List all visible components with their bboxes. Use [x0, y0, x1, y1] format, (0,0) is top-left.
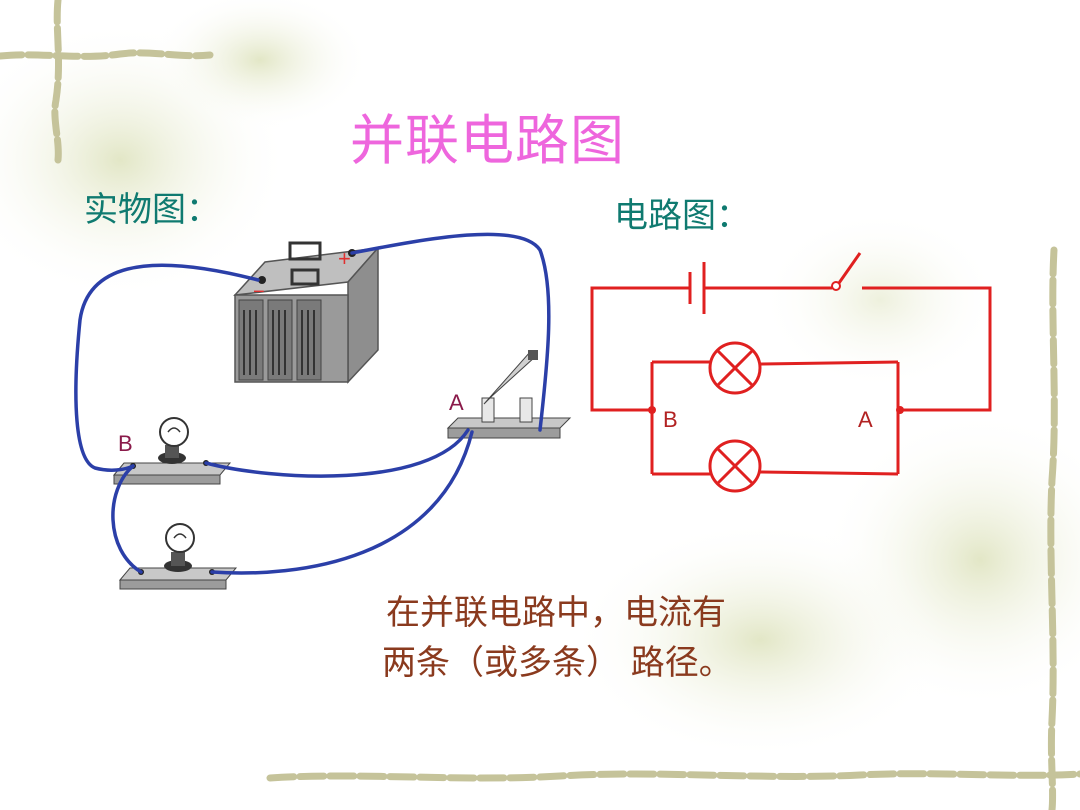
- caption: 在并联电路中，电流有 两条（或多条） 路径。: [382, 588, 733, 688]
- caption-line-1: 在并联电路中，电流有: [386, 593, 726, 633]
- schematic-switch-symbol: [831, 252, 862, 291]
- physical-node-b-label: B: [118, 431, 133, 456]
- schematic-lamp-2-symbol: [708, 439, 762, 493]
- schematic-wires: [590, 286, 992, 476]
- schematic-lamp-1-symbol: [708, 341, 762, 395]
- bulb-2-illustration: [118, 523, 238, 590]
- schematic-battery-symbol: [688, 262, 706, 314]
- caption-line-2: 两条（或多条） 路径。: [382, 643, 733, 683]
- physical-wires: [74, 232, 551, 575]
- schematic-node-b-label: B: [663, 407, 678, 432]
- schematic-node-a-dot: [896, 406, 904, 414]
- schematic-node-a-label: A: [858, 407, 873, 432]
- bulb-1-illustration: [112, 417, 232, 485]
- page-title: 并联电路图: [350, 109, 625, 172]
- battery-minus-sign: −: [253, 281, 265, 303]
- battery-plus-sign: +: [338, 246, 351, 271]
- physical-node-a-label: A: [449, 390, 464, 415]
- schematic-node-b-dot: [648, 406, 656, 414]
- schematic-diagram-label: 电路图：: [614, 196, 750, 236]
- physical-diagram-label: 实物图：: [84, 190, 220, 230]
